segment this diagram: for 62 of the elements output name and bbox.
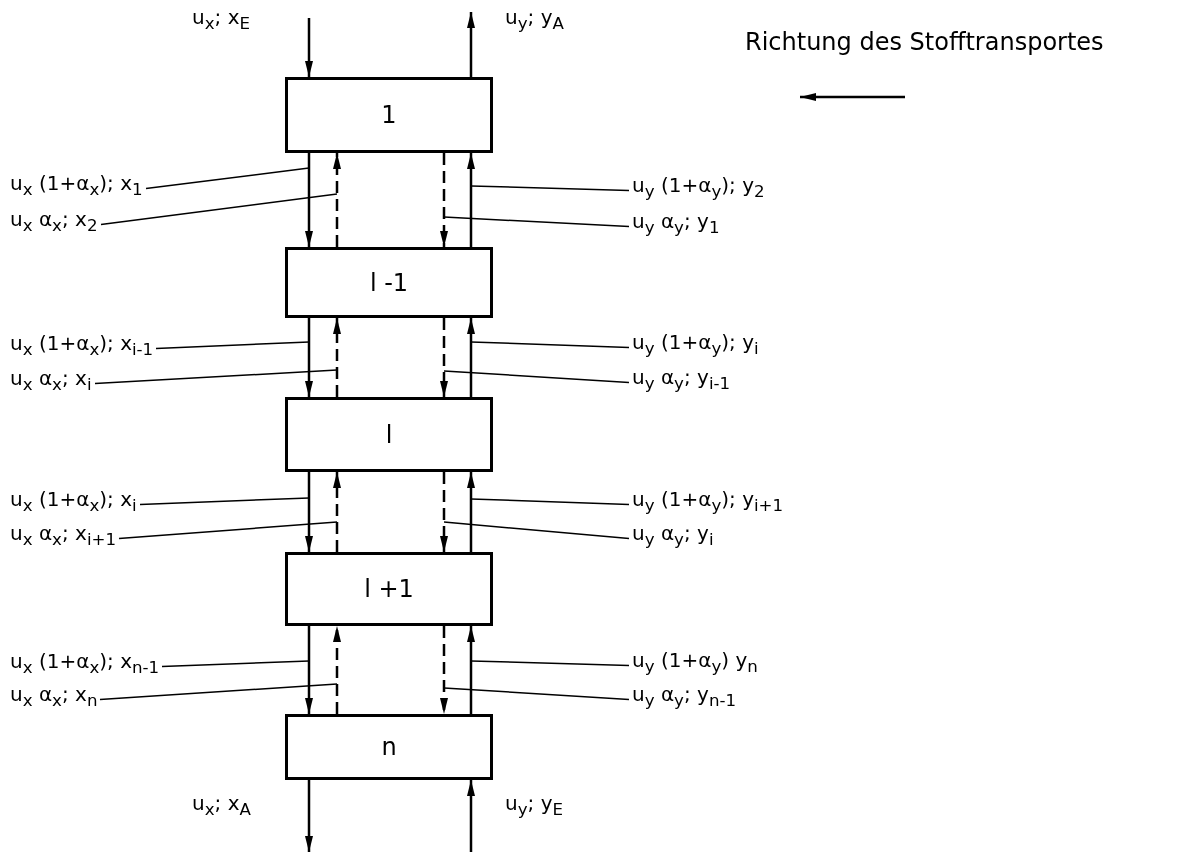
leader-line [443,687,630,701]
edge-label: u$_{y}$; y$_{E}$ [505,790,563,821]
flow-label: u$_{y}$ α$_{y}$; y$_{i}$ [632,520,714,553]
leader-line [470,341,630,349]
leader-line [470,660,630,667]
edge-label: u$_{x}$; x$_{A}$ [192,790,251,821]
arrow [333,318,341,397]
arrow [467,626,475,714]
flow-label: u$_{y}$ (1+α$_{y}$) y$_{n}$ [632,647,758,680]
arrow [305,318,313,397]
flow-label: u$_{y}$ α$_{y}$; y$_{n-1}$ [632,681,737,714]
flow-label: u$_{x}$ (1+α$_{x}$); x$_{1}$ [10,170,143,203]
flow-label: u$_{x}$ (1+α$_{x}$); x$_{n-1}$ [10,648,160,681]
leader-line [470,185,630,192]
arrow [440,626,448,714]
arrow [467,153,475,247]
stage-box: n [285,714,493,780]
stage-box: 1 [285,77,493,153]
leader-line [443,216,630,228]
flow-label: u$_{y}$ (1+α$_{y}$); y$_{2}$ [632,172,765,205]
leader-line [470,498,630,506]
edge-label: u$_{y}$; y$_{A}$ [505,4,564,35]
edge-label: u$_{x}$; x$_{E}$ [192,4,250,35]
arrow [333,153,341,247]
flow-label: u$_{y}$ (1+α$_{y}$); y$_{i}$ [632,329,759,362]
leader-line [155,341,310,350]
flow-label: u$_{y}$ (1+α$_{y}$); y$_{i+1}$ [632,486,784,519]
leader-line [139,497,310,506]
leader-line [118,521,338,540]
flow-label: u$_{x}$ α$_{x}$; x$_{n}$ [10,681,98,714]
arrow [440,153,448,247]
arrow [305,153,313,247]
leader-line [145,167,310,190]
leader-line [94,369,338,385]
leader-line [161,660,310,668]
leader-line [100,193,338,226]
leader-line [99,683,338,701]
leader-line [443,370,630,384]
arrow [305,18,313,77]
stage-box: l [285,397,493,472]
arrow [305,780,313,852]
arrow [333,472,341,552]
arrow [305,472,313,552]
flow-label: u$_{x}$ α$_{x}$; x$_{2}$ [10,206,98,239]
arrow [467,472,475,552]
arrow [440,472,448,552]
arrow [440,318,448,397]
arrow [467,780,475,852]
flow-label: u$_{y}$ α$_{y}$; y$_{i-1}$ [632,364,731,397]
stage-box: l -1 [285,247,493,318]
arrow [467,318,475,397]
flow-label: u$_{y}$ α$_{y}$; y$_{1}$ [632,208,720,241]
stage-box: l +1 [285,552,493,626]
flow-label: u$_{x}$ (1+α$_{x}$); x$_{i-1}$ [10,330,154,363]
flow-label: u$_{x}$ α$_{x}$; x$_{i}$ [10,365,92,398]
arrow [467,12,475,77]
flow-label: u$_{x}$ (1+α$_{x}$); x$_{i}$ [10,486,137,519]
flow-label: u$_{x}$ α$_{x}$; x$_{i+1}$ [10,520,117,553]
note-text: Richtung des Stofftransportes [745,28,1104,56]
arrow [333,626,341,714]
arrow [305,626,313,714]
leader-line [443,521,630,540]
